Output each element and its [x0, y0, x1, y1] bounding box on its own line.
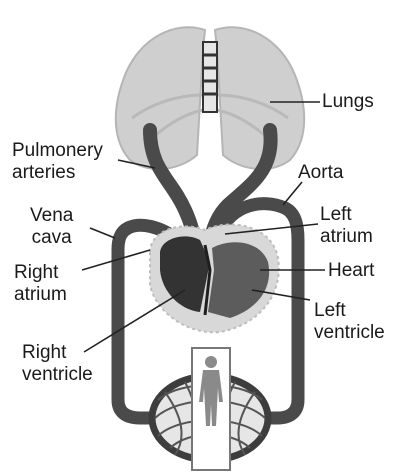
label-left-ventricle-line2: ventricle	[314, 322, 385, 344]
label-lungs-text: Lungs	[322, 91, 374, 113]
leader-aorta	[283, 182, 302, 205]
label-pulmonary-arteries-line2: arteries	[12, 162, 103, 184]
heart-shape	[150, 225, 279, 333]
leader-right-ventricle	[84, 290, 185, 352]
leader-vena-cava	[90, 228, 115, 238]
label-right-atrium-line2: atrium	[14, 284, 67, 306]
label-right-atrium-line1: Right	[14, 262, 67, 284]
human-body-icon	[192, 348, 230, 470]
label-heart: Heart	[328, 260, 374, 282]
label-aorta-text: Aorta	[298, 162, 343, 184]
label-right-ventricle-line2: ventricle	[22, 364, 93, 386]
label-right-ventricle-line1: Right	[22, 342, 93, 364]
label-pulmonary-arteries-line1: Pulmonery	[12, 140, 103, 162]
label-left-atrium-line2: atrium	[320, 226, 373, 248]
label-left-atrium: Left atrium	[320, 204, 373, 248]
label-left-atrium-line1: Left	[320, 204, 373, 226]
label-vena-cava: Vena cava	[30, 205, 73, 249]
label-right-atrium: Right atrium	[14, 262, 67, 306]
label-left-ventricle-line1: Left	[314, 300, 385, 322]
label-left-ventricle: Left ventricle	[314, 300, 385, 344]
label-heart-text: Heart	[328, 260, 374, 282]
label-pulmonary-arteries: Pulmonery arteries	[12, 140, 103, 184]
label-lungs: Lungs	[322, 91, 374, 113]
label-vena-cava-line2: cava	[30, 227, 73, 249]
label-aorta: Aorta	[298, 162, 343, 184]
label-right-ventricle: Right ventricle	[22, 342, 93, 386]
label-vena-cava-line1: Vena	[30, 205, 73, 227]
